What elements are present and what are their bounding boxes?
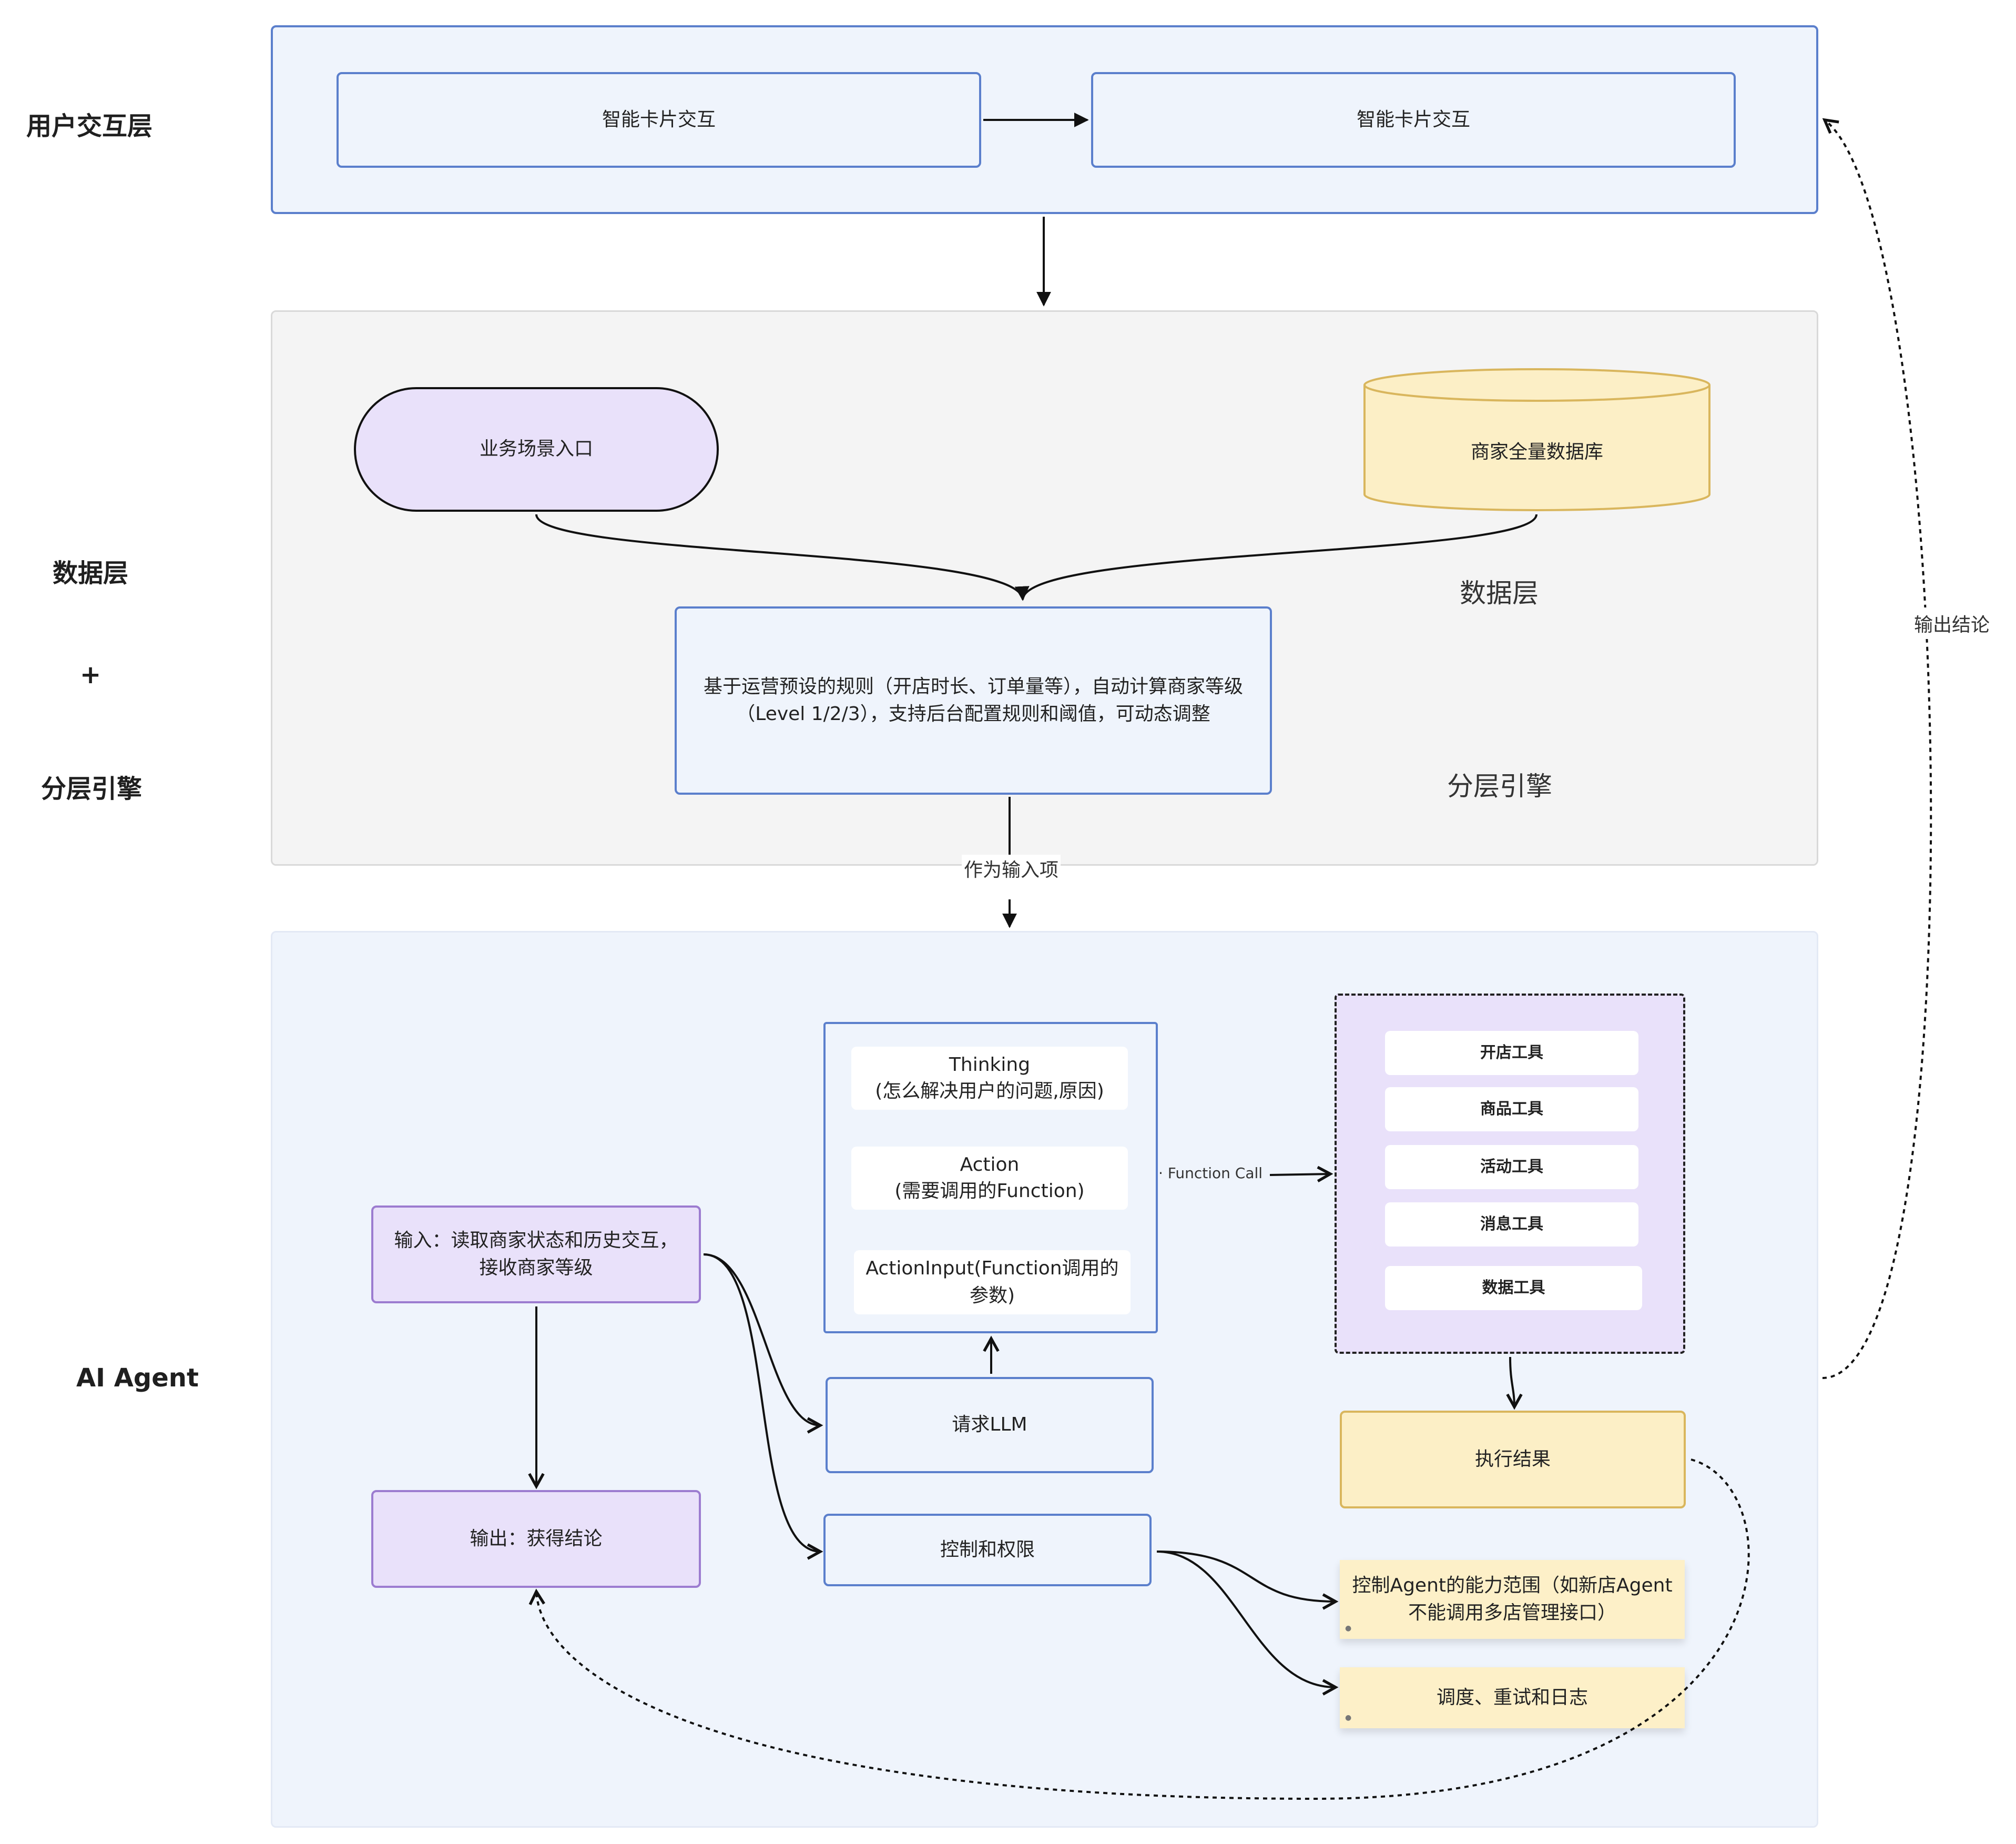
agent-input-label: 输入：读取商家状态和历史交互，接收商家等级 <box>394 1229 678 1279</box>
action-input-card[interactable]: ActionInput(Function调用的参数) <box>854 1250 1131 1314</box>
sticky-retry-author-icon: ● <box>1345 1713 1352 1722</box>
sticky-retry-note[interactable]: 调度、重试和日志 ● <box>1340 1667 1685 1728</box>
action-card[interactable]: Action (需要调用的Function) <box>851 1147 1128 1210</box>
execution-result-box[interactable]: 执行结果 <box>1340 1411 1686 1508</box>
edge-control-to-retry <box>1156 1551 1336 1687</box>
lane-label-engine: 分层引擎 <box>41 774 142 804</box>
thinking-card[interactable]: Thinking (怎么解决用户的问题,原因) <box>851 1047 1128 1110</box>
smart-card-right[interactable]: 智能卡片交互 <box>1091 72 1736 168</box>
agent-input-box[interactable]: 输入：读取商家状态和历史交互，接收商家等级 <box>371 1205 701 1303</box>
database-label: 商家全量数据库 <box>1470 441 1603 463</box>
agent-output-box[interactable]: 输出：获得结论 <box>371 1490 701 1588</box>
request-llm-box[interactable]: 请求LLM <box>826 1377 1154 1473</box>
tool-activity[interactable]: 活动工具 <box>1385 1145 1638 1189</box>
edge-function-call <box>1269 1174 1330 1175</box>
tool-product-label: 商品工具 <box>1480 1100 1543 1119</box>
database-node[interactable]: 商家全量数据库 <box>1363 368 1711 513</box>
action-input-label: ActionInput(Function调用的参数) <box>866 1257 1119 1306</box>
sticky-scope-note[interactable]: 控制Agent的能力范围（如新店Agent不能调用多店管理接口） ● <box>1340 1560 1685 1639</box>
thinking-title: Thinking <box>949 1053 1031 1076</box>
lane-label-plus: + <box>80 660 101 690</box>
control-permission-label: 控制和权限 <box>940 1538 1035 1561</box>
tool-message[interactable]: 消息工具 <box>1385 1202 1638 1247</box>
tool-open-store-label: 开店工具 <box>1480 1043 1543 1062</box>
execution-result-label: 执行结果 <box>1474 1448 1551 1470</box>
tool-activity-label: 活动工具 <box>1480 1158 1543 1177</box>
smart-card-left-label: 智能卡片交互 <box>602 108 716 130</box>
tools-panel: 开店工具 商品工具 活动工具 消息工具 数据工具 <box>1335 994 1685 1354</box>
business-entry-node[interactable]: 业务场景入口 <box>354 387 719 512</box>
lane-label-data: 数据层 <box>53 559 129 588</box>
business-entry-label: 业务场景入口 <box>479 438 593 460</box>
sticky-author-icon: ● <box>1345 1624 1352 1633</box>
control-permission-box[interactable]: 控制和权限 <box>823 1514 1152 1586</box>
request-llm-label: 请求LLM <box>952 1414 1027 1436</box>
action-title: Action <box>960 1153 1020 1176</box>
edge-tools-to-result <box>1510 1356 1514 1407</box>
llm-reasoning-group: Thinking (怎么解决用户的问题,原因) Action (需要调用的Fun… <box>823 1022 1158 1333</box>
tool-data[interactable]: 数据工具 <box>1385 1266 1642 1310</box>
lane-label-agent: AI Agent <box>76 1363 199 1393</box>
edge-label-as-input: 作为输入项 <box>962 855 1061 882</box>
edge-result-to-output-dashed <box>536 1458 1750 1800</box>
edge-control-to-scope <box>1156 1551 1336 1602</box>
edge-input-to-control <box>703 1253 820 1552</box>
edge-label-output-conclusion: 输出结论 <box>1914 607 1990 639</box>
action-subtitle: (需要调用的Function) <box>894 1180 1085 1202</box>
tool-open-store[interactable]: 开店工具 <box>1385 1031 1638 1075</box>
agent-output-label: 输出：获得结论 <box>470 1527 603 1549</box>
data-layer-caption: 数据层 <box>1460 578 1539 609</box>
tool-data-label: 数据工具 <box>1482 1279 1545 1298</box>
tier-rule-text: 基于运营预设的规则（开店时长、订单量等），自动计算商家等级（Level 1/2/… <box>703 675 1243 725</box>
tool-message-label: 消息工具 <box>1480 1215 1543 1234</box>
tier-rule-box[interactable]: 基于运营预设的规则（开店时长、订单量等），自动计算商家等级（Level 1/2/… <box>675 606 1272 795</box>
tool-product[interactable]: 商品工具 <box>1385 1087 1638 1131</box>
database-cylinder-icon <box>1363 368 1710 511</box>
thinking-subtitle: (怎么解决用户的问题,原因) <box>875 1080 1104 1102</box>
sticky-scope-text: 控制Agent的能力范围（如新店Agent不能调用多店管理接口） <box>1352 1574 1673 1624</box>
edge-agent-to-user-dashed <box>1822 120 1932 1379</box>
edge-label-function-call: · Function Call <box>1158 1164 1263 1182</box>
tier-engine-caption: 分层引擎 <box>1447 771 1552 802</box>
smart-card-left[interactable]: 智能卡片交互 <box>337 72 981 168</box>
edge-entry-to-rule <box>535 514 1030 601</box>
lane-label-user: 用户交互层 <box>26 112 153 141</box>
edge-db-to-rule <box>1022 514 1538 600</box>
smart-card-right-label: 智能卡片交互 <box>1356 108 1470 130</box>
sticky-retry-text: 调度、重试和日志 <box>1436 1686 1588 1708</box>
